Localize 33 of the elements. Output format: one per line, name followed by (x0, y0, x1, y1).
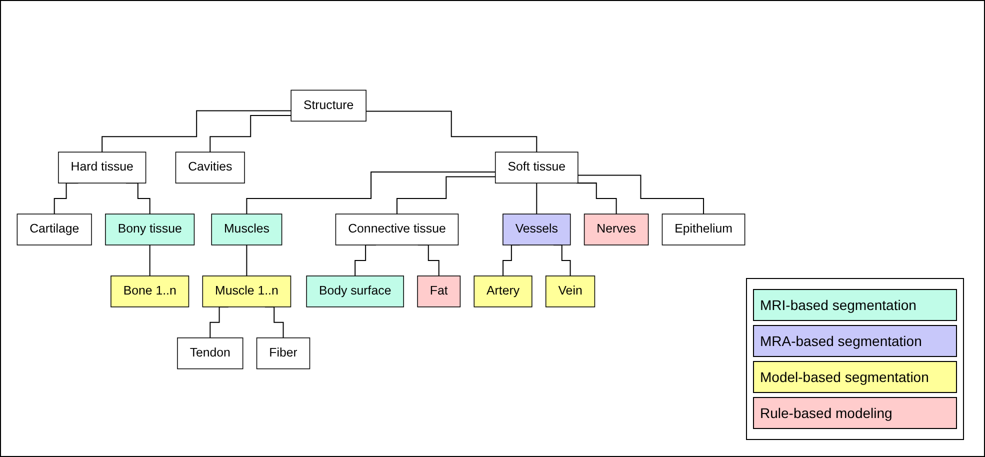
connector (396, 176, 496, 215)
node-box: Vessels (502, 214, 571, 246)
connector (210, 114, 292, 153)
node-box: Soft tissue (494, 152, 578, 184)
node-box: Connective tissue (335, 214, 459, 246)
node-box: Epithelium (662, 214, 746, 246)
connector (246, 244, 248, 276)
node-box: Cavities (175, 152, 245, 184)
legend-entry: Rule-based modeling (753, 397, 957, 429)
node-box: Body surface (306, 276, 404, 308)
node-box: Vein (545, 276, 596, 308)
legend-entry: MRI-based segmentation (753, 289, 957, 321)
node-box: Fiber (256, 337, 310, 370)
node-box: Nerves (584, 214, 649, 246)
node-box: Bony tissue (105, 214, 195, 246)
legend-entry: Model-based segmentation (753, 361, 957, 393)
node-box: Hard tissue (58, 152, 146, 184)
node-box: Bone 1..n (110, 276, 190, 308)
connector (536, 182, 538, 215)
node-box: Structure (290, 90, 366, 122)
connector (246, 172, 496, 215)
node-box: Artery (474, 276, 532, 308)
connector (578, 174, 704, 215)
connector (149, 244, 150, 276)
connector (366, 110, 538, 153)
node-box: Fat (417, 276, 461, 308)
connector (576, 182, 617, 215)
connector (102, 110, 292, 153)
node-box: Muscles (211, 214, 282, 246)
node-box: Tendon (177, 337, 244, 370)
node-box: Cartilage (16, 214, 92, 246)
node-box: Muscle 1..n (202, 276, 292, 308)
legend-entry: MRA-based segmentation (753, 325, 957, 357)
